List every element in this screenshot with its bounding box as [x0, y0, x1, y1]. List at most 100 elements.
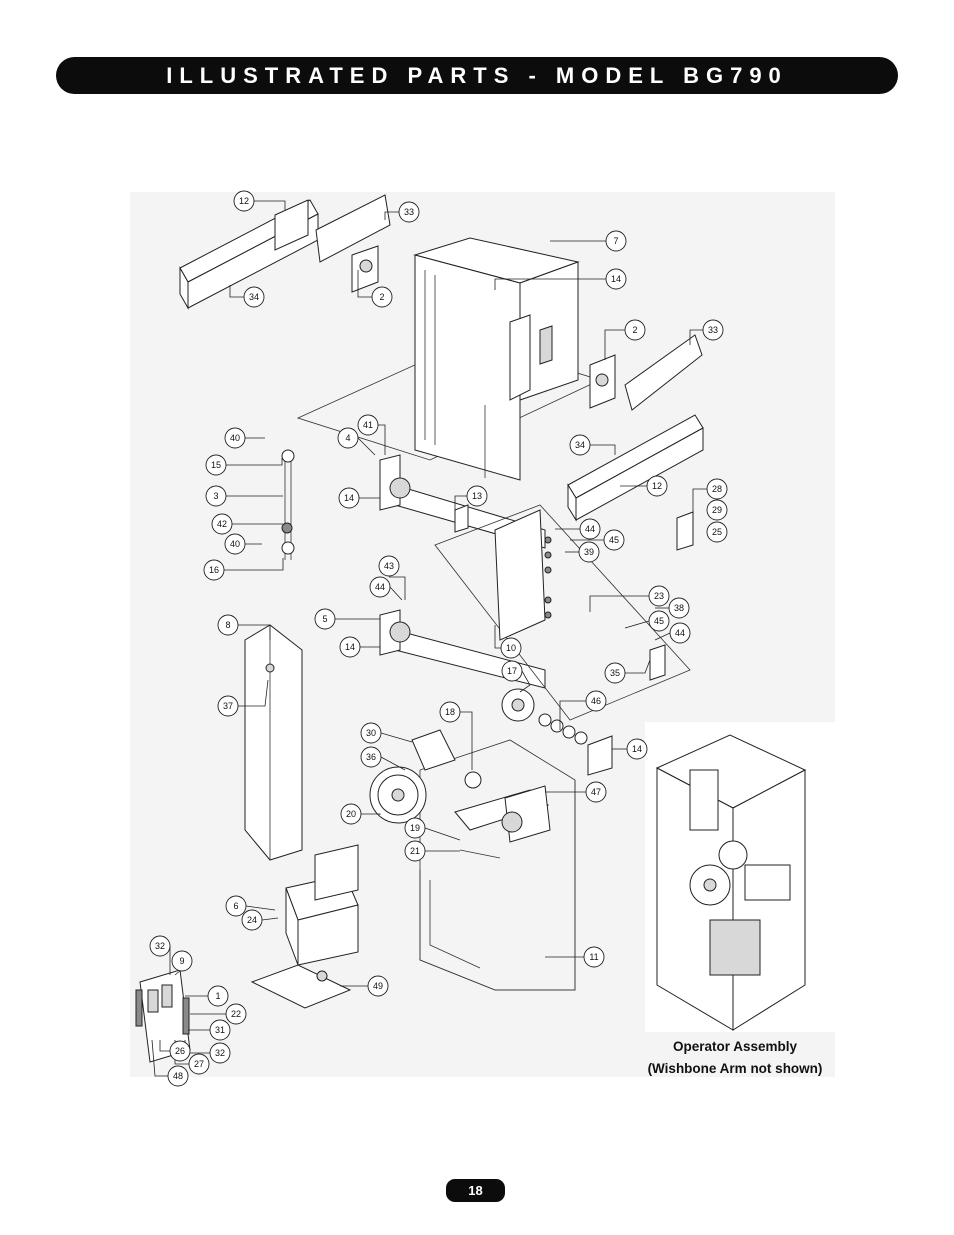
callout-43: 43 [378, 555, 400, 577]
callout-2: 2 [624, 319, 646, 341]
svg-text:3: 3 [213, 491, 218, 501]
callout-20: 20 [340, 803, 362, 825]
svg-text:37: 37 [223, 701, 233, 711]
right-upper-rail [567, 334, 704, 522]
callout-27: 27 [188, 1053, 210, 1075]
callout-5: 5 [314, 608, 336, 630]
svg-text:14: 14 [344, 493, 354, 503]
callout-28: 28 [706, 478, 728, 500]
side-door-panel [244, 624, 303, 861]
callout-12: 12 [233, 190, 255, 212]
svg-text:1: 1 [215, 991, 220, 1001]
svg-text:2: 2 [379, 292, 384, 302]
callout-37: 37 [217, 695, 239, 717]
callout-39: 39 [578, 541, 600, 563]
inset-caption-line2: (Wishbone Arm not shown) [647, 1061, 823, 1076]
svg-text:28: 28 [712, 484, 722, 494]
svg-text:18: 18 [445, 707, 455, 717]
callout-33: 33 [702, 319, 724, 341]
svg-text:5: 5 [322, 614, 327, 624]
callout-14: 14 [338, 487, 360, 509]
callout-45: 45 [648, 610, 670, 632]
callout-6: 6 [225, 895, 247, 917]
svg-text:14: 14 [345, 642, 355, 652]
inset-operator-drawing [655, 734, 807, 1031]
callout-47: 47 [585, 781, 607, 803]
svg-text:34: 34 [249, 292, 259, 302]
svg-text:36: 36 [366, 752, 376, 762]
callout-42: 42 [211, 513, 233, 535]
svg-text:33: 33 [404, 207, 414, 217]
callout-34: 34 [569, 434, 591, 456]
svg-text:8: 8 [225, 620, 230, 630]
lower-housing [419, 780, 576, 991]
svg-text:40: 40 [230, 433, 240, 443]
svg-text:46: 46 [591, 696, 601, 706]
callout-36: 36 [360, 746, 382, 768]
svg-text:25: 25 [712, 527, 722, 537]
callout-3: 3 [205, 485, 227, 507]
callout-8: 8 [217, 614, 239, 636]
callout-19: 19 [404, 817, 426, 839]
callout-22: 22 [225, 1003, 247, 1025]
callout-7: 7 [605, 230, 627, 252]
page-title: ILLUSTRATED PARTS - MODEL BG790 [166, 62, 788, 88]
svg-text:19: 19 [410, 823, 420, 833]
inset-caption-line1: Operator Assembly [672, 1039, 798, 1054]
callout-49: 49 [367, 975, 389, 997]
svg-text:35: 35 [610, 668, 620, 678]
callout-26: 26 [169, 1040, 191, 1062]
svg-text:17: 17 [507, 666, 517, 676]
svg-text:44: 44 [675, 628, 685, 638]
svg-text:29: 29 [712, 505, 722, 515]
svg-text:21: 21 [410, 846, 420, 856]
control-board [135, 969, 191, 1063]
callout-34: 34 [243, 286, 265, 308]
callout-41: 41 [357, 414, 379, 436]
svg-text:14: 14 [611, 274, 621, 284]
svg-text:4: 4 [345, 433, 350, 443]
svg-text:38: 38 [674, 603, 684, 613]
middle-bracket [434, 504, 694, 776]
svg-text:12: 12 [652, 481, 662, 491]
callout-14: 14 [626, 738, 648, 760]
svg-text:47: 47 [591, 787, 601, 797]
svg-text:27: 27 [194, 1059, 204, 1069]
callout-16: 16 [203, 559, 225, 581]
svg-text:7: 7 [613, 236, 618, 246]
callout-4: 4 [337, 427, 359, 449]
svg-text:11: 11 [589, 952, 598, 962]
callout-18: 18 [439, 701, 461, 723]
callout-44: 44 [669, 622, 691, 644]
callout-12: 12 [646, 475, 668, 497]
svg-text:45: 45 [654, 616, 664, 626]
svg-text:44: 44 [585, 524, 595, 534]
callout-25: 25 [706, 521, 728, 543]
callout-10: 10 [500, 637, 522, 659]
leader-lines [151, 200, 707, 1077]
callout-1: 1 [207, 985, 229, 1007]
svg-text:44: 44 [375, 582, 385, 592]
callout-29: 29 [706, 499, 728, 521]
callout-48: 48 [167, 1065, 189, 1087]
callout-9: 9 [171, 950, 193, 972]
svg-text:49: 49 [373, 981, 383, 991]
svg-text:20: 20 [346, 809, 356, 819]
svg-text:26: 26 [175, 1046, 185, 1056]
svg-text:43: 43 [384, 561, 394, 571]
left-upper-rail [179, 194, 391, 310]
svg-text:32: 32 [155, 941, 165, 951]
svg-text:9: 9 [179, 956, 184, 966]
callout-35: 35 [604, 662, 626, 684]
svg-text:23: 23 [654, 591, 664, 601]
svg-text:10: 10 [506, 643, 516, 653]
callout-13: 13 [466, 485, 488, 507]
callout-24: 24 [241, 909, 263, 931]
svg-text:41: 41 [363, 420, 373, 430]
callout-33: 33 [398, 201, 420, 223]
svg-text:22: 22 [231, 1009, 241, 1019]
title-bar: ILLUSTRATED PARTS - MODEL BG790 [56, 57, 898, 94]
callout-40: 40 [224, 533, 246, 555]
callout-44: 44 [369, 576, 391, 598]
